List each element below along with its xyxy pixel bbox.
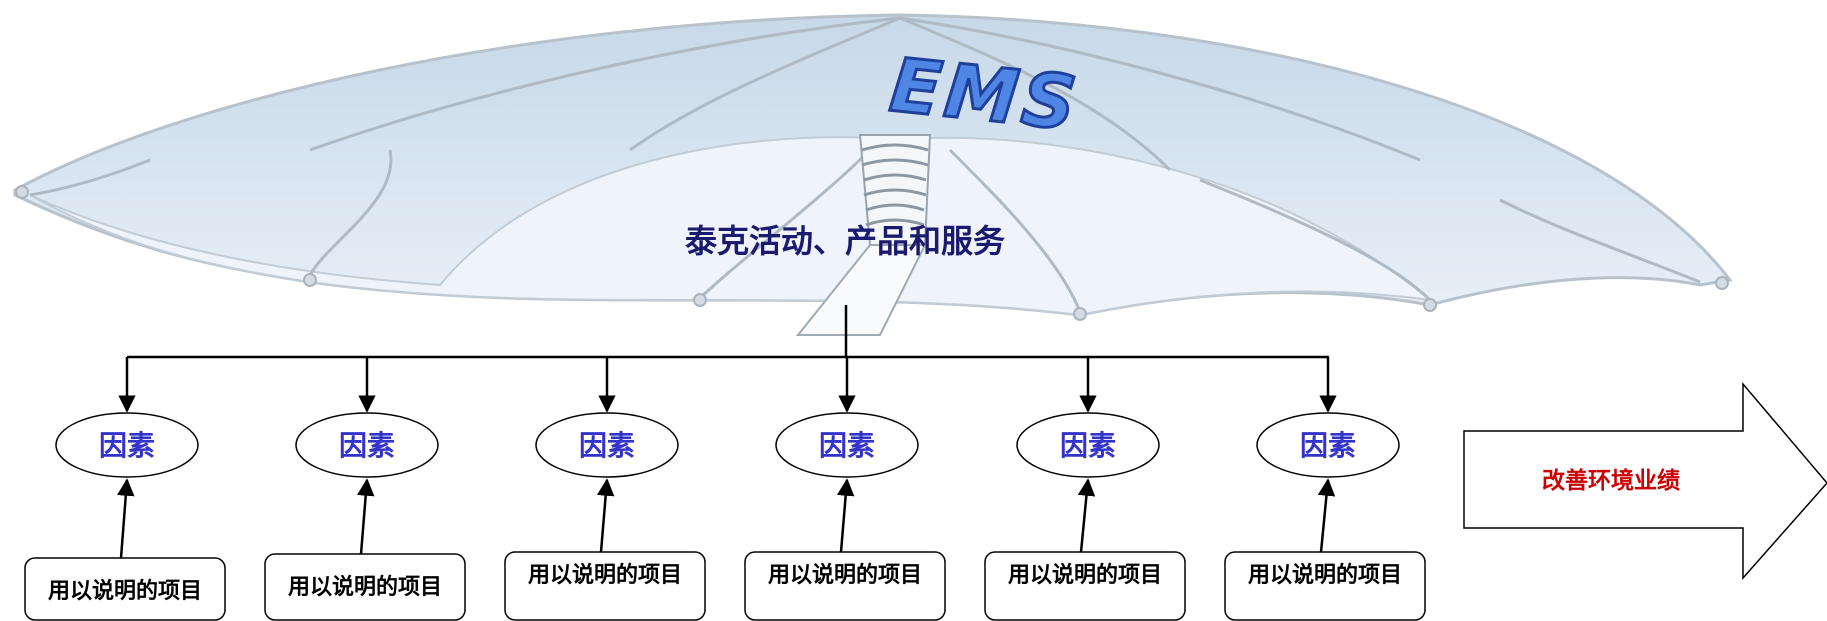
- item-to-factor-arrow: [836, 478, 855, 553]
- item-label: 用以说明的项目: [528, 562, 682, 588]
- item-box: [504, 551, 706, 621]
- item-label: 用以说明的项目: [768, 562, 922, 588]
- factor-label: 因素: [1300, 429, 1356, 462]
- item-label: 用以说明的项目: [288, 574, 442, 600]
- item-label: 用以说明的项目: [1248, 562, 1402, 588]
- factor-ellipse: [55, 412, 199, 478]
- factor-ellipse: [295, 412, 439, 478]
- ems-logo: EMS: [886, 42, 1083, 147]
- item-label: 用以说明的项目: [1008, 562, 1162, 588]
- item-box: [1224, 551, 1426, 621]
- item-to-factor-arrow: [1077, 478, 1096, 553]
- item-box: [744, 551, 946, 621]
- result-arrow: 改善环境业绩: [1463, 381, 1827, 580]
- item-to-factor-arrow: [117, 478, 135, 559]
- factor-ellipse: [775, 412, 919, 478]
- item-box: [984, 551, 1186, 621]
- factor-ellipse: [1256, 412, 1400, 478]
- item-box: [24, 557, 226, 621]
- item-to-factor-arrow: [596, 478, 615, 553]
- factor-label: 因素: [819, 429, 875, 462]
- result-arrow-label: 改善环境业绩: [1542, 467, 1680, 494]
- factor-label: 因素: [339, 429, 395, 462]
- factor-label: 因素: [579, 429, 635, 462]
- item-to-factor-arrow: [357, 478, 375, 555]
- factor-ellipse: [535, 412, 679, 478]
- item-label: 用以说明的项目: [48, 578, 202, 604]
- connector-lines: [118, 305, 1337, 413]
- result-arrow-shape: [1463, 381, 1827, 580]
- umbrella-title: 泰克活动、产品和服务: [685, 222, 1005, 260]
- umbrella-icon: [13, 13, 1733, 336]
- factor-label: 因素: [99, 429, 155, 462]
- factor-ellipse: [1016, 412, 1160, 478]
- factor-label: 因素: [1060, 429, 1116, 462]
- item-to-factor-arrow: [1317, 478, 1336, 553]
- item-box: [264, 553, 466, 621]
